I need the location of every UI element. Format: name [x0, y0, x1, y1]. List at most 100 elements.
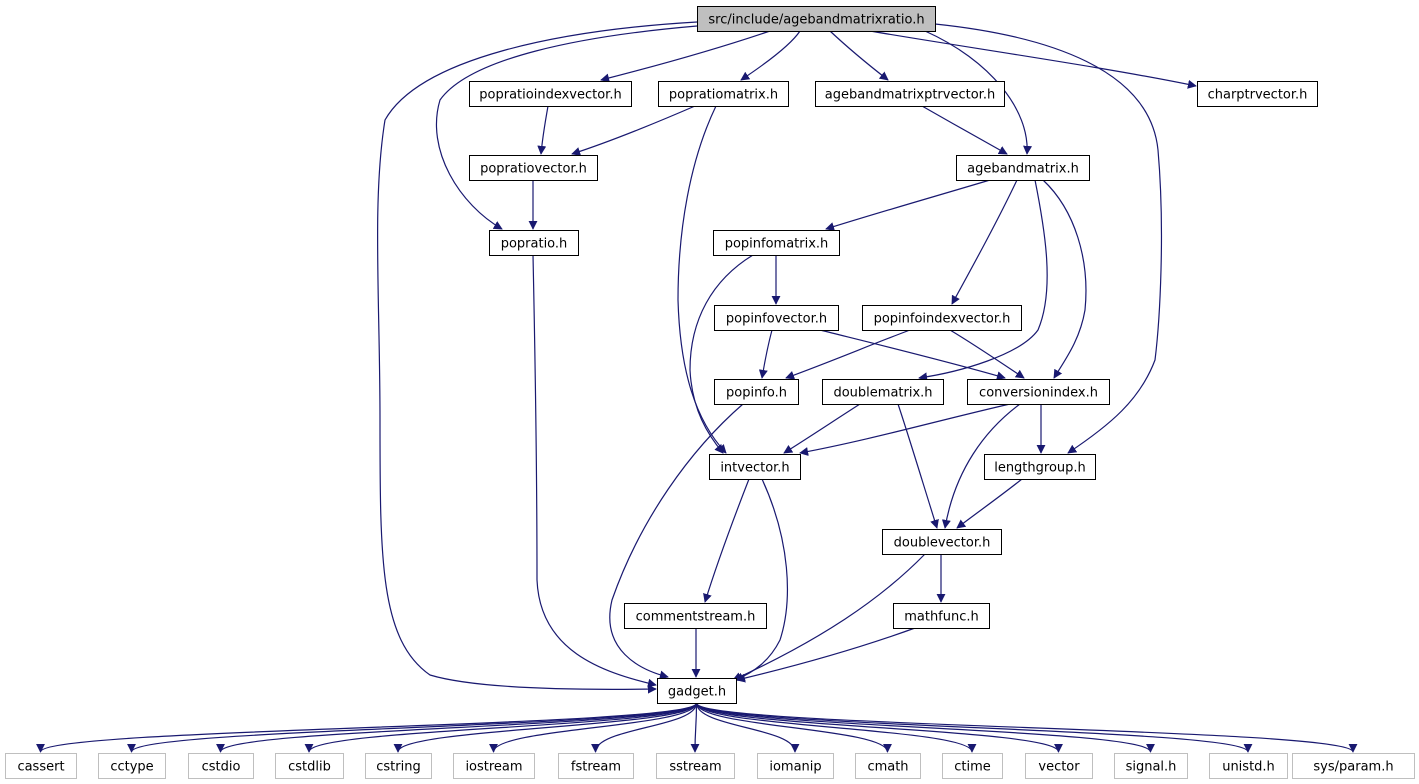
node-label-popinfovector: popinfovector.h — [726, 312, 827, 327]
node-label-popratiovector: popratiovector.h — [480, 162, 587, 177]
edge-gadget-to-cctype — [127, 702, 698, 753]
node-label-doublematrix: doublematrix.h — [833, 386, 932, 401]
node-commentstream[interactable]: commentstream.h — [624, 603, 767, 629]
node-label-popinfoindexvector: popinfoindexvector.h — [874, 312, 1011, 327]
node-label-iomanip: iomanip — [769, 760, 821, 775]
node-label-iostream: iostream — [465, 760, 522, 775]
node-conversionindex[interactable]: conversionindex.h — [967, 379, 1110, 405]
edge-conversionindex-to-doublevector — [941, 403, 1021, 529]
edge-agebandmatrix-to-popinfomatrix — [825, 179, 991, 231]
node-box-mathfunc — [893, 603, 990, 629]
edges-layer — [36, 21, 1358, 753]
node-box-popinfomatrix — [713, 230, 840, 256]
node-label-agebandmatrixptrvector: agebandmatrixptrvector.h — [825, 88, 995, 103]
edge-popinfoindexvector-to-popinfo — [785, 329, 911, 380]
node-label-signal: signal.h — [1126, 760, 1177, 775]
node-lengthgroup[interactable]: lengthgroup.h — [984, 454, 1096, 480]
edge-gadget-to-sstream — [690, 702, 700, 753]
node-box-popratiomatrix — [658, 81, 789, 107]
node-charptrvector[interactable]: charptrvector.h — [1197, 81, 1318, 107]
node-agebandmatrix[interactable]: agebandmatrix.h — [956, 155, 1090, 181]
node-cmath[interactable]: cmath — [855, 753, 921, 779]
node-popinfomatrix[interactable]: popinfomatrix.h — [713, 230, 840, 256]
edge-agebandmatrix-to-conversionindex — [1042, 179, 1087, 379]
node-popratioindexvector[interactable]: popratioindexvector.h — [469, 81, 632, 107]
edge-root-to-charptrvector — [869, 30, 1197, 89]
node-doublevector[interactable]: doublevector.h — [882, 529, 1002, 555]
node-cstdlib[interactable]: cstdlib — [275, 753, 344, 779]
node-box-sstream — [656, 753, 735, 779]
node-cctype[interactable]: cctype — [98, 753, 166, 779]
node-signal[interactable]: signal.h — [1114, 753, 1188, 779]
node-label-popratioindexvector: popratioindexvector.h — [479, 88, 621, 103]
node-intvector[interactable]: intvector.h — [709, 454, 801, 480]
node-iomanip[interactable]: iomanip — [757, 753, 834, 779]
node-cstdio[interactable]: cstdio — [188, 753, 254, 779]
edge-root-to-agebandmatrixptrvector — [829, 30, 889, 81]
edge-lengthgroup-to-doublevector — [956, 478, 1023, 529]
node-popratiovector[interactable]: popratiovector.h — [469, 155, 598, 181]
node-box-commentstream — [624, 603, 767, 629]
node-popratio[interactable]: popratio.h — [489, 230, 579, 256]
edge-agebandmatrix-to-doublematrix — [918, 179, 1048, 382]
node-box-ctime — [942, 753, 1003, 779]
edge-popratioindexvector-to-popratiovector — [537, 105, 549, 155]
node-popinfovector[interactable]: popinfovector.h — [714, 305, 839, 331]
node-box-lengthgroup — [984, 454, 1096, 480]
edge-gadget-to-sysparam — [695, 702, 1358, 753]
node-box-doublematrix — [822, 379, 944, 405]
node-box-signal — [1114, 753, 1188, 779]
node-box-fstream — [558, 753, 634, 779]
node-box-popratioindexvector — [469, 81, 632, 107]
node-box-root — [697, 6, 936, 32]
node-unistd[interactable]: unistd.h — [1209, 753, 1288, 779]
node-box-agebandmatrix — [956, 155, 1090, 181]
edge-doublevector-to-gadget — [732, 553, 926, 681]
node-popinfoindexvector[interactable]: popinfoindexvector.h — [862, 305, 1022, 331]
node-label-commentstream: commentstream.h — [636, 610, 756, 625]
node-sstream[interactable]: sstream — [656, 753, 735, 779]
node-sysparam[interactable]: sys/param.h — [1292, 753, 1415, 779]
node-cstring[interactable]: cstring — [365, 753, 432, 779]
node-popratiomatrix[interactable]: popratiomatrix.h — [658, 81, 789, 107]
edge-popinfovector-to-conversionindex — [819, 329, 1006, 381]
node-box-unistd — [1209, 753, 1288, 779]
node-popinfo[interactable]: popinfo.h — [714, 379, 799, 405]
node-doublematrix[interactable]: doublematrix.h — [822, 379, 944, 405]
edge-intvector-to-commentstream — [703, 478, 750, 603]
node-box-cassert — [5, 753, 77, 779]
edge-gadget-to-cstdio — [216, 702, 698, 753]
node-label-conversionindex: conversionindex.h — [979, 386, 1098, 401]
node-vector[interactable]: vector — [1025, 753, 1093, 779]
node-label-popratio: popratio.h — [501, 237, 568, 252]
edge-root-to-popratio — [435, 25, 698, 230]
edge-gadget-to-cstdlib — [304, 702, 698, 753]
node-agebandmatrixptrvector[interactable]: agebandmatrixptrvector.h — [815, 81, 1005, 107]
nodes-layer: src/include/agebandmatrixratio.h popratio… — [5, 6, 1415, 779]
node-box-vector — [1025, 753, 1093, 779]
node-root[interactable]: src/include/agebandmatrixratio.h — [697, 6, 936, 32]
node-label-popinfomatrix: popinfomatrix.h — [725, 237, 829, 252]
node-label-doublevector: doublevector.h — [894, 536, 991, 551]
node-mathfunc[interactable]: mathfunc.h — [893, 603, 990, 629]
edge-gadget-to-cassert — [36, 702, 698, 753]
node-box-cstdlib — [275, 753, 344, 779]
edge-gadget-to-unistd — [695, 702, 1253, 753]
node-iostream[interactable]: iostream — [453, 753, 535, 779]
node-label-sysparam: sys/param.h — [1313, 760, 1393, 775]
edge-gadget-to-ctime — [695, 702, 977, 753]
node-fstream[interactable]: fstream — [558, 753, 634, 779]
node-ctime[interactable]: ctime — [942, 753, 1003, 779]
node-cassert[interactable]: cassert — [5, 753, 77, 779]
node-label-charptrvector: charptrvector.h — [1208, 88, 1308, 103]
node-label-lengthgroup: lengthgroup.h — [994, 461, 1086, 476]
node-label-sstream: sstream — [669, 760, 721, 775]
edge-gadget-to-iostream — [489, 702, 698, 753]
edge-mathfunc-to-gadget — [736, 627, 916, 683]
edge-popratio-to-gadget — [532, 254, 657, 688]
edge-gadget-to-cmath — [695, 702, 892, 753]
node-box-cstring — [365, 753, 432, 779]
node-gadget[interactable]: gadget.h — [657, 678, 737, 704]
edge-gadget-to-vector — [695, 702, 1063, 753]
